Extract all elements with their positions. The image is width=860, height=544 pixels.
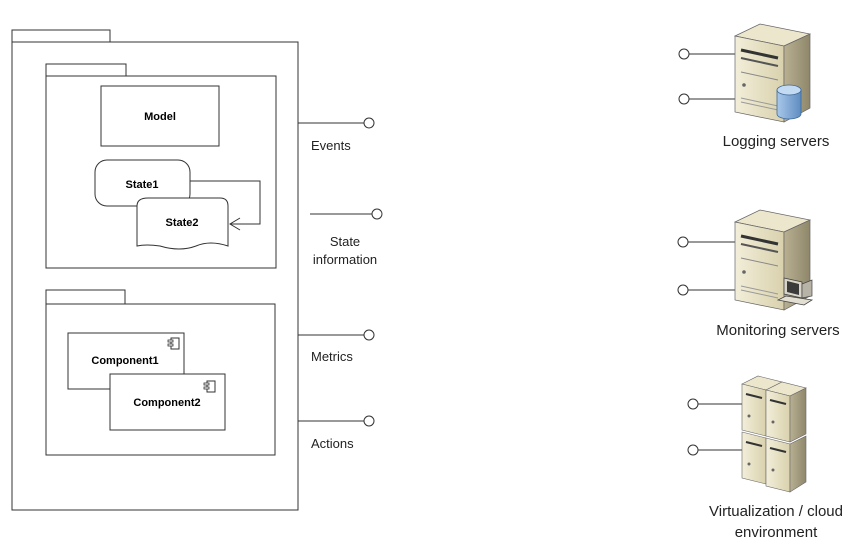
state1-box: State1 — [94, 159, 191, 207]
component-icon — [203, 380, 216, 393]
component2-label: Component2 — [133, 397, 200, 409]
interface-state-information: State information — [310, 208, 383, 267]
interface-actions: Actions — [298, 415, 375, 451]
interface-events: Events — [298, 117, 375, 153]
component-icon — [167, 337, 180, 350]
logging-label: Logging servers — [723, 133, 830, 150]
state1-label: State1 — [125, 179, 158, 191]
virtualization-servers: Virtualization / cloud environment — [687, 375, 843, 541]
logging-servers: Logging servers — [678, 23, 830, 150]
virtualization-label-line2: environment — [735, 524, 818, 541]
metrics-label: Metrics — [311, 349, 353, 364]
state-label-line1: State — [330, 234, 360, 249]
actions-label: Actions — [311, 436, 354, 451]
events-label: Events — [311, 138, 351, 153]
state-label-line2: information — [313, 252, 377, 267]
virtualization-label-line1: Virtualization / cloud — [709, 503, 843, 520]
interface-metrics: Metrics — [298, 329, 375, 364]
monitoring-label: Monitoring servers — [716, 322, 839, 339]
model-label: Model — [144, 111, 176, 123]
state2-box: State2 — [136, 197, 229, 250]
server-cluster-icon — [741, 375, 807, 493]
state2-label: State2 — [165, 217, 198, 229]
component1-label: Component1 — [91, 355, 158, 367]
monitoring-servers: Monitoring servers — [677, 209, 840, 339]
computer-icon — [776, 277, 814, 306]
state-transition-arrow — [190, 180, 261, 231]
database-icon — [776, 84, 802, 120]
component2-box: Component2 — [109, 373, 226, 431]
model-box: Model — [100, 85, 220, 147]
